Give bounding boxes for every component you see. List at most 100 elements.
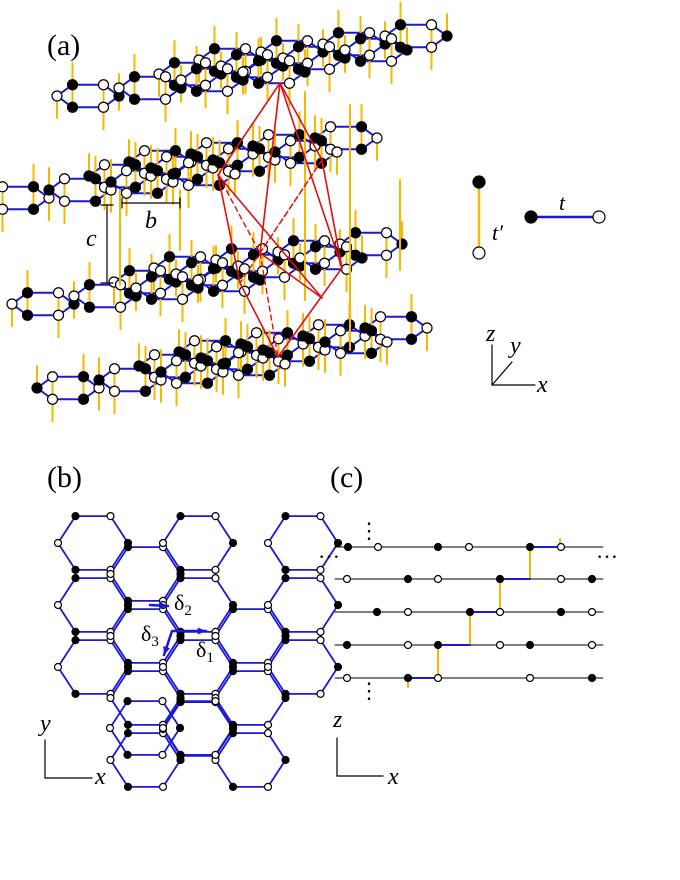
site-A	[333, 600, 343, 610]
delta-2-label: δ2	[174, 590, 192, 619]
unit-cell-edge	[279, 82, 323, 161]
site-B	[114, 301, 127, 313]
site-B	[316, 574, 325, 583]
panel-a-label: (a)	[47, 29, 80, 62]
site-B	[316, 689, 325, 698]
site-A	[303, 355, 316, 367]
site-A	[71, 689, 80, 698]
intralayer-bond	[214, 515, 234, 544]
site-A	[394, 19, 407, 31]
site-A	[433, 640, 443, 650]
site-B	[46, 393, 59, 405]
site-B	[363, 49, 376, 61]
panel-a-stacked-lattice	[0, 1, 606, 423]
site-B	[53, 538, 63, 548]
site-A	[179, 349, 192, 361]
site-A	[309, 241, 322, 253]
site-B	[158, 697, 167, 706]
site-A	[270, 35, 283, 47]
site-B	[106, 569, 115, 579]
site-B	[51, 90, 63, 102]
legend-site-A	[472, 175, 486, 189]
site-A	[281, 512, 290, 521]
lattice-constant-b-label: b	[145, 208, 157, 234]
site-A	[71, 574, 80, 583]
panel-c-axis-z-label: z	[332, 707, 343, 733]
site-B	[261, 49, 274, 61]
site-B	[425, 19, 438, 31]
site-A	[123, 782, 133, 791]
site-B	[98, 159, 111, 171]
layer-3	[6, 209, 408, 339]
unit-cell-edge	[277, 267, 343, 358]
intralayer-bond	[162, 759, 182, 788]
site-B	[263, 538, 273, 548]
site-B	[211, 750, 220, 759]
site-A	[123, 729, 133, 738]
site-B	[105, 723, 115, 733]
site-B	[106, 512, 115, 521]
panel-b-axis-y-label: y	[38, 711, 51, 737]
unit-cell-edge-hidden	[217, 174, 261, 254]
site-A	[31, 382, 43, 394]
site-B	[154, 265, 167, 277]
site-B	[334, 325, 347, 337]
site-A	[179, 371, 192, 383]
site-B	[221, 85, 234, 97]
site-A	[208, 43, 221, 55]
ellipsis-left: …	[318, 538, 340, 563]
unit-cell-edge	[321, 159, 343, 269]
site-B	[318, 235, 331, 247]
panel-a-axis-y-label: y	[508, 333, 521, 359]
site-A	[441, 30, 453, 42]
intralayer-bond	[57, 639, 77, 668]
site-A	[176, 636, 185, 645]
site-A	[201, 377, 214, 389]
site-A	[105, 176, 117, 188]
legend-site-B	[472, 246, 486, 260]
site-B	[6, 298, 18, 310]
layer-1	[51, 1, 453, 131]
site-B	[316, 512, 325, 521]
site-A	[128, 71, 141, 83]
site-A	[128, 93, 141, 105]
site-A	[129, 159, 142, 171]
site-B	[58, 195, 71, 207]
intralayer-bond	[57, 542, 77, 571]
site-A	[176, 512, 185, 521]
site-B	[495, 607, 505, 617]
site-A	[123, 265, 136, 277]
site-A	[151, 165, 164, 177]
site-A	[465, 607, 475, 617]
site-B	[182, 179, 195, 191]
site-B	[294, 252, 306, 264]
site-A	[230, 49, 243, 61]
intralayer-bond	[214, 759, 234, 788]
site-B	[52, 287, 65, 299]
site-A	[71, 565, 80, 574]
site-A	[176, 697, 185, 706]
panel-a-axis-x-label: x	[536, 372, 548, 398]
site-B	[385, 55, 398, 67]
site-B	[385, 33, 398, 45]
site-A	[228, 667, 238, 676]
site-A	[129, 181, 142, 193]
site-A	[355, 121, 368, 133]
site-B	[339, 44, 351, 56]
site-A	[342, 640, 352, 650]
site-B	[211, 697, 220, 706]
site-A	[21, 309, 34, 321]
site-A	[309, 263, 322, 275]
site-A	[263, 369, 276, 381]
site-A	[281, 755, 290, 765]
site-A	[71, 512, 80, 521]
site-B	[373, 542, 383, 552]
site-B	[262, 129, 275, 141]
site-A	[185, 257, 198, 269]
site-B	[148, 349, 161, 361]
unit-cell-edge-hidden	[239, 159, 323, 284]
site-B	[525, 673, 535, 683]
site-B	[587, 640, 597, 650]
site-A	[403, 574, 413, 584]
site-A	[287, 235, 300, 247]
